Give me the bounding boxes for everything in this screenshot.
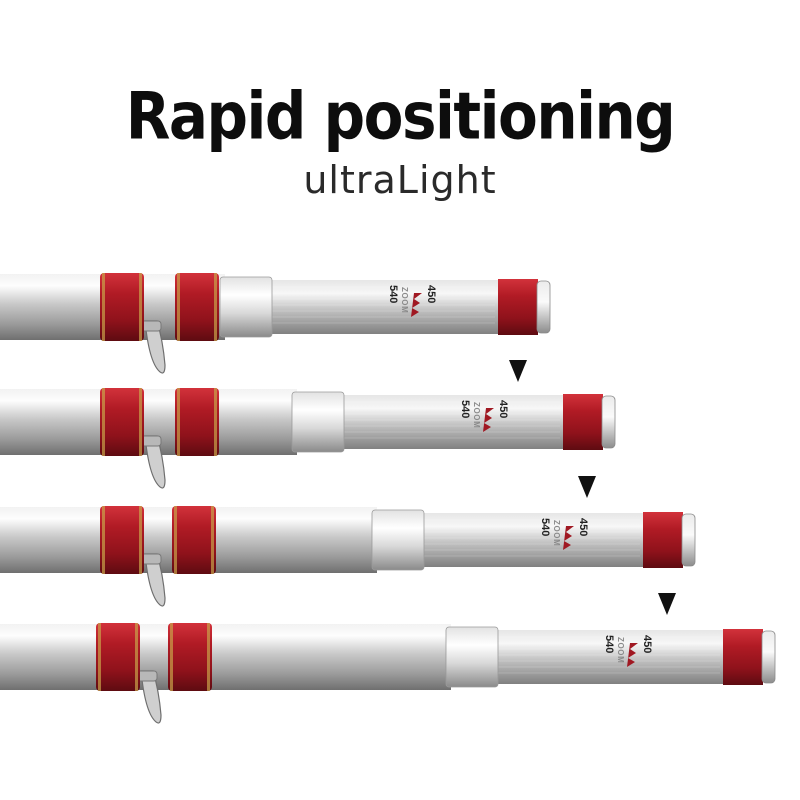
end-red-band (723, 629, 763, 685)
band-trim (170, 623, 173, 691)
triangle-down-icon (509, 360, 527, 382)
subline: ultraLight (303, 158, 497, 202)
telescopic-section (486, 630, 723, 684)
telescopic-section (260, 280, 498, 334)
red-band (172, 506, 216, 574)
triangle-down-icon (578, 476, 596, 498)
band-trim (214, 273, 217, 341)
telescopic-section (332, 395, 563, 449)
rod-marking-brand: ZOOM (472, 402, 481, 428)
rod-marking-brand: ZOOM (400, 287, 409, 313)
headline: Rapid positioning (125, 78, 676, 155)
joint-collar (445, 626, 499, 688)
rod-marking-540: 540 (459, 400, 471, 418)
band-trim (139, 506, 142, 574)
red-band (168, 623, 212, 691)
rod-marking-brand: ZOOM (616, 637, 625, 663)
rod-marking-450: 450 (425, 285, 437, 303)
band-trim (211, 506, 214, 574)
band-trim (102, 388, 105, 456)
band-trim (177, 273, 180, 341)
rod-marking-540: 540 (603, 635, 615, 653)
band-trim (139, 388, 142, 456)
brand-logo-icon (483, 408, 494, 432)
red-band (100, 388, 144, 456)
red-band (100, 506, 144, 574)
band-trim (207, 623, 210, 691)
end-red-band (643, 512, 683, 568)
band-trim (102, 273, 105, 341)
end-red-band (498, 279, 538, 335)
red-band (96, 623, 140, 691)
telescopic-section (412, 513, 643, 567)
rod-marking-540: 540 (539, 518, 551, 536)
joint-collar (219, 276, 273, 338)
end-red-band (563, 394, 603, 450)
rod-marking-450: 450 (577, 518, 589, 536)
band-trim (139, 273, 142, 341)
red-band (175, 273, 219, 341)
brand-logo-icon (627, 643, 638, 667)
red-band (100, 273, 144, 341)
rod-marking-450: 450 (641, 635, 653, 653)
band-trim (102, 506, 105, 574)
band-trim (135, 623, 138, 691)
brand-logo-icon (411, 293, 422, 317)
band-trim (214, 388, 217, 456)
hook-keeper (144, 320, 166, 374)
hook-keeper (144, 435, 166, 489)
red-band (175, 388, 219, 456)
end-cap (601, 395, 616, 449)
rod-marking-450: 450 (497, 400, 509, 418)
joint-collar (291, 391, 345, 453)
joint-collar (371, 509, 425, 571)
end-cap (681, 513, 696, 567)
band-trim (98, 623, 101, 691)
brand-logo-icon (563, 526, 574, 550)
band-trim (174, 506, 177, 574)
end-cap (536, 280, 551, 334)
rod-marking-540: 540 (387, 285, 399, 303)
rod-butt-section (0, 624, 451, 690)
band-trim (177, 388, 180, 456)
hook-keeper (144, 553, 166, 607)
rod-marking-brand: ZOOM (552, 520, 561, 546)
triangle-down-icon (658, 593, 676, 615)
hook-keeper (140, 670, 162, 724)
end-cap (761, 630, 776, 684)
